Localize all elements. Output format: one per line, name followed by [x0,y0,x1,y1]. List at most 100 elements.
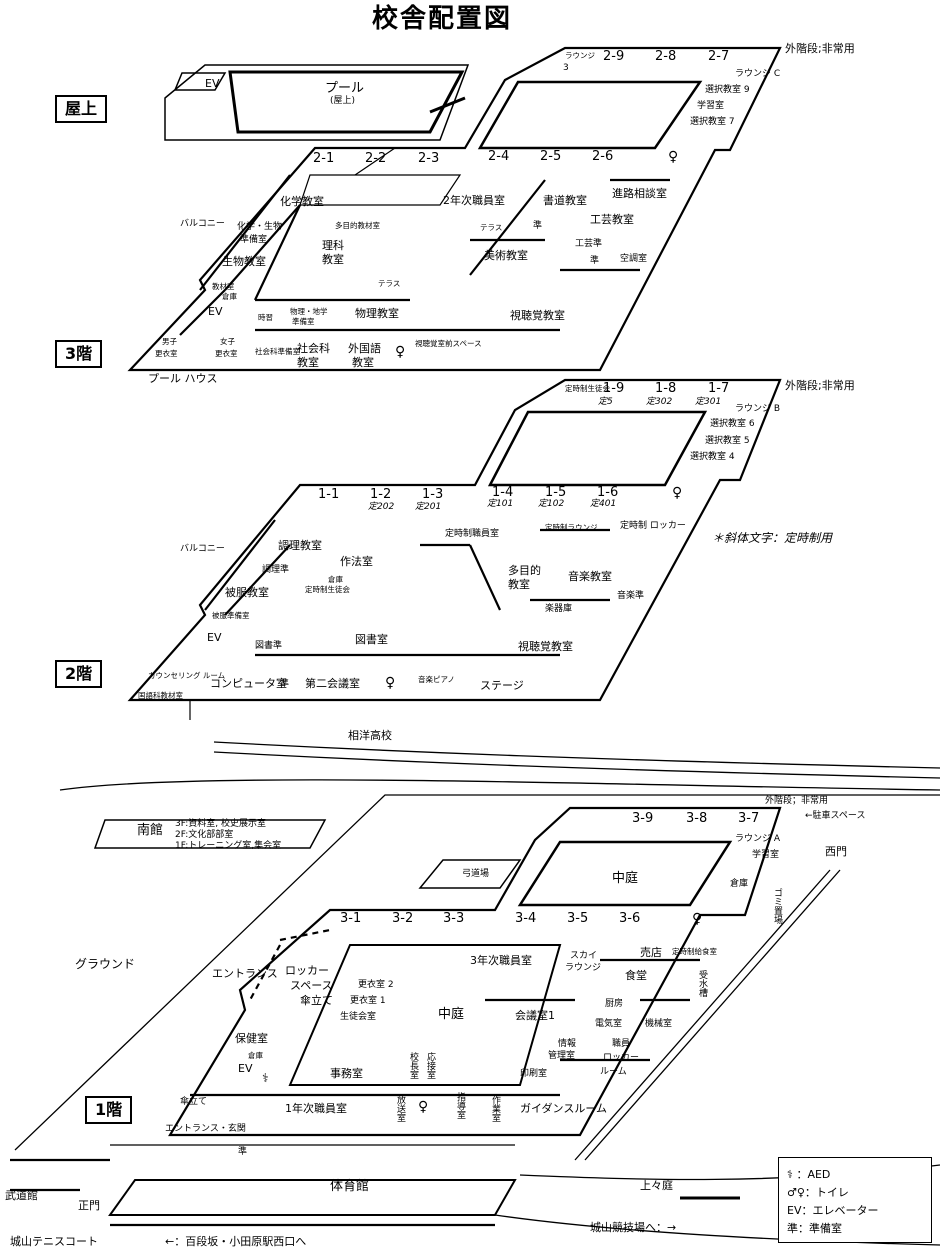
page-title: 校舎配置図 [372,4,513,34]
legend-aed-label: ：AED [796,1168,831,1181]
f1-kikai: 機械室 [645,1019,673,1029]
legend-jun: 準：準備室 [787,1222,842,1235]
f2-class-1-2-sub: 定202 [368,502,395,512]
f1-soko2: 倉庫 [248,1051,263,1060]
f1-jimu: 事務室 [330,1067,363,1080]
f1-class-3-2: 3-2 [392,911,414,926]
f1-locker-room: ロッカー [603,1053,640,1063]
legend: ⚕ ：AED ♂♀：トイレ EV：エレベーター 準：準備室 [778,1157,932,1243]
f1-lounge-a: ラウンジ A [735,834,781,844]
f1-insatsu: 印刷室 [520,1069,548,1079]
f2-lounge: 定時制生徒会 [565,384,610,393]
floor-label-2f: 2階 [55,660,103,688]
f2-teiji-lounge: 定時制ラウンジ [545,523,598,532]
f3-toilet-icon-2: ♀ [395,344,406,360]
f2-senkaku5: 選択教室 5 [705,436,750,446]
f1-hyakudan: ←：百段坂・小田原駅西口へ [165,1235,307,1248]
f2-class-1-8: 1-8 [655,381,677,396]
f1-sky: スカイ [570,951,598,961]
f1-teiji-kyushoku: 定時制給食室 [672,947,717,956]
f3-lounge-no: 3 [563,63,569,73]
f1-kanri: 管理室 [548,1051,576,1061]
f2-ongaku-jun: 音楽準 [617,591,645,601]
f3-class-2-5: 2-5 [540,149,562,164]
f1-class-3-8: 3-8 [686,811,708,826]
f1-kaigi1: 会議室1 [515,1009,555,1022]
f2-tamokuteki: 多目的 [508,564,541,577]
f1-space: スペース [290,979,333,992]
f2-gakkiko: 楽器庫 [545,604,573,614]
legend-toilet-label: ：トイレ [804,1186,849,1199]
f3-soko: 倉庫 [222,292,237,301]
f3-shinro: 進路相談室 [612,187,667,200]
f2-class-1-6: 1-6 [597,485,619,500]
f1-locker: ロッカー [285,964,329,977]
f2-class-1-7-sub: 定301 [695,397,722,407]
f3-jun: 準 [533,221,543,231]
f1-class-3-4: 3-4 [515,911,537,926]
legend-ev: EV：エレベーター [787,1204,879,1217]
f3-joshi-koui: 更衣室 [215,349,238,358]
f3-gakushu: 学習室 [697,101,725,111]
f2-teiji-shokuin: 定時制職員室 [445,529,500,539]
f3-shakai-jun: 社会科準備室 [255,347,300,356]
f2-chori-jun: 調理準 [262,565,290,575]
f1-gomi: ゴミ置場 [772,888,782,924]
roof-outline [164,64,470,141]
f3-toilet-icon: ♀ [668,149,679,165]
roof-pool-sub: (屋上) [330,96,356,106]
f1-sagyo: 作業室 [490,1095,500,1122]
f1-jusui: 受水槽 [697,970,707,997]
f3-rika: 理科 [322,239,344,252]
f1-chubo: 厨房 [605,999,624,1009]
f3-terrace: テラス [480,223,503,232]
f2-class-1-5-sub: 定102 [538,499,565,509]
f3-butsuri-jun: 準備室 [292,317,315,326]
f3-jun2: 準 [590,256,600,266]
f2-hifuku-jun: 被服準備室 [212,611,250,620]
f3-class-2-6: 2-6 [592,149,614,164]
f1-ev: EV [238,1062,253,1075]
f2-class-1-7: 1-7 [708,381,730,396]
f3-gaikokugo: 外国語 [348,342,381,355]
f2-ongaku: 音楽教室 [568,570,612,583]
f3-shakai: 社会科 [297,342,330,355]
f3-pool-house: プール ハウス [148,372,218,385]
f1-room: ルーム [600,1067,627,1077]
legend-aed: ⚕ ：AED [787,1166,830,1182]
f3-joshi: 女子 [220,337,235,346]
f2-toilet-icon-2: ♀ [385,675,396,691]
f1-hoken: 保健室 [235,1032,268,1045]
f2-class-1-4: 1-4 [492,485,514,500]
f1-ground: グラウンド [75,957,136,971]
f1-ichinen-shokuin: 1年次職員室 [285,1102,347,1115]
f1-budokan: 武道館 [5,1189,38,1202]
f1-osetsu: 応接室 [425,1052,435,1079]
f3-tamokuteki: 多目的教材室 [335,221,380,230]
f3-kagaku: 化学教室 [280,195,324,208]
f3-jusho: 時習 [258,313,273,322]
f2-class-1-4-sub: 定101 [487,499,514,509]
f1-kyudojo: 弓道場 [462,869,490,879]
roof-ev: EV [205,77,220,90]
f3-seibutsu: 生物教室 [222,255,266,268]
aed-icon: ⚕ [787,1168,793,1181]
f1-shokuin: 職員 [612,1039,631,1049]
f1-seimon: 正門 [78,1199,100,1212]
f2-class-1-5: 1-5 [545,485,567,500]
f3-class-2-3: 2-3 [418,151,440,166]
f1-jojotei: 上々庭 [640,1179,673,1192]
legend-toilet: ♂♀：トイレ [787,1184,849,1200]
f1-class-3-3: 3-3 [443,911,465,926]
f3-kagaku-jun: 準備室 [240,235,268,245]
f2-jun: 準 [280,679,290,689]
f2-class-1-9-sub: 定5 [598,397,613,407]
f3-kucho: 空調室 [620,254,648,264]
floor3-outline [127,46,782,372]
f3-rika2: 教室 [322,253,344,266]
f1-toilet-icon: ♀ [692,911,703,927]
f1-soko: 倉庫 [730,879,749,889]
f2-ongaku-piano: 音楽ピアノ [418,675,455,684]
f3-danshi-koui: 更衣室 [155,349,178,358]
